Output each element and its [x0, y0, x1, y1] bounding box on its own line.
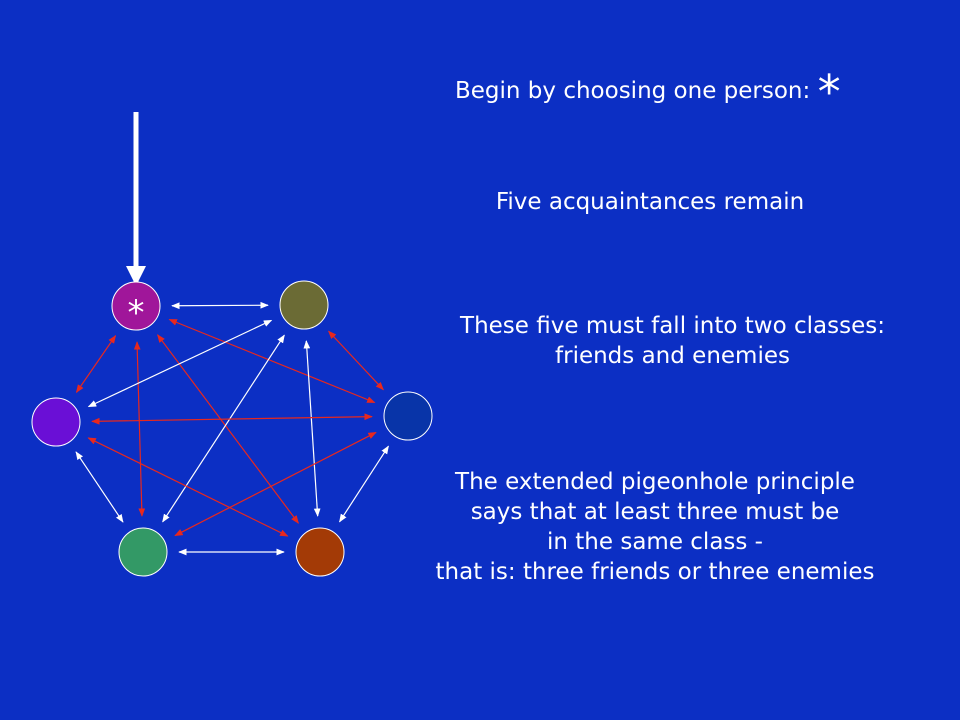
remaining-text: Five acquaintances remain	[495, 189, 805, 215]
node-green	[118, 527, 168, 577]
principle-text: The extended pigeonhole principle says t…	[0, 467, 960, 587]
classes-line: friends and enemies	[555, 343, 790, 369]
nodes-layer: *	[31, 280, 433, 577]
node-chosen	[111, 281, 161, 331]
intro-star-marker: *	[817, 65, 841, 119]
edges-layer	[75, 301, 389, 556]
principle-line: says that at least three must be	[470, 499, 840, 525]
intro-label: Begin by choosing one person:	[455, 78, 811, 104]
classes-line: These five must fall into two classes:	[460, 313, 885, 339]
edge-chosen-olive	[171, 301, 269, 310]
edge-olive-blue	[328, 330, 384, 391]
principle-line: that is: three friends or three enemies	[435, 559, 875, 585]
edge-blue-brown	[339, 445, 389, 523]
node-olive	[279, 280, 329, 330]
node-blue	[383, 391, 433, 441]
node-brown	[295, 527, 345, 577]
classes-text: These five must fall into two classes: f…	[0, 311, 960, 371]
chosen-star-marker: *	[128, 293, 145, 333]
intro-text: Begin by choosing one person: *	[455, 69, 841, 115]
principle-line: The extended pigeonhole principle	[455, 469, 855, 495]
node-violet	[31, 397, 81, 447]
edge-violet-blue	[91, 413, 373, 425]
principle-line: in the same class -	[547, 529, 763, 555]
